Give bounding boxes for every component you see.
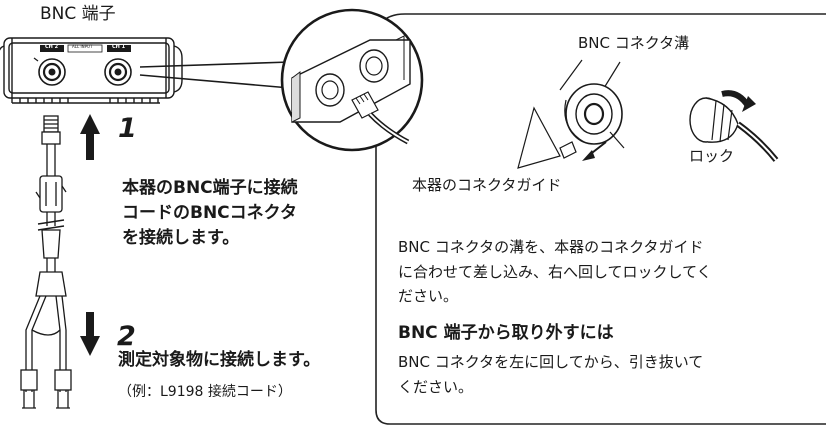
ch2-label: CH 2 [45,44,59,50]
ch1-label: CH 1 [112,44,126,50]
all-input-tab [67,44,103,53]
removal-line1: BNC コネクタを左に回してから、引き抜いて [398,353,704,371]
bnc-jack-ch2 [33,57,66,86]
cord-example: （例：L9198 接続コード） [118,384,292,400]
all-input-label: ALL INPUT [72,44,93,49]
bnc-lock-connector [689,97,779,162]
bnc-terminal-label: BNC 端子 [40,4,116,24]
step1-arrow [80,114,100,160]
connector-guide-pin [517,106,577,169]
guide-label: 本器のコネクタガイド [412,176,562,194]
step2-number: 2 [117,321,136,352]
ch2-tab [40,45,64,52]
lock-rotation-arrow [721,90,751,108]
ch1-tab [107,45,131,52]
description-line1: BNC コネクタの溝を、本器のコネクタガイド [398,238,704,256]
info-panel-border [375,13,826,425]
removal-heading: BNC 端子から取り外すには [398,323,614,343]
step1-instruction: 本器のBNC端子に接続 コードのBNCコネクタ を接続します。 [122,176,298,251]
connection-cord [20,115,72,409]
step1-line3: を接続します。 [122,228,240,248]
step2-instruction: 測定対象物に接続します。 [118,350,321,370]
magnifier-leader [139,61,291,89]
description-line2: に合わせて差し込み、右へ回してロックしてく [398,263,712,281]
bnc-groove-connector [559,59,625,149]
removal-line2: ください。 [398,378,474,396]
bnc-jack-ch1 [104,58,132,86]
description-line3: ださい。 [398,287,459,305]
lock-label: ロック [689,147,735,165]
device-panel [0,37,183,104]
groove-label: BNC コネクタ溝 [578,34,690,52]
step2-arrow [80,312,100,356]
step1-line1: 本器のBNC端子に接続 [122,178,298,198]
magnified-view [280,8,424,152]
step1-line2: コードのBNCコネクタ [122,203,297,223]
step1-number: 1 [118,113,137,144]
